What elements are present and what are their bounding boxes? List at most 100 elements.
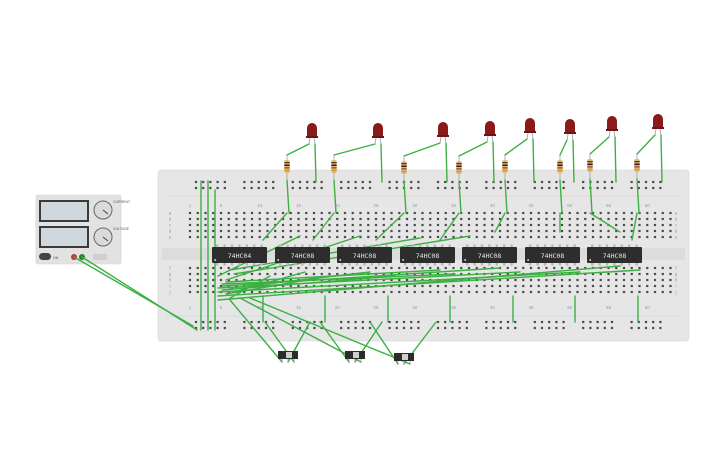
rail-hole[interactable] bbox=[436, 326, 440, 330]
rail-hole[interactable] bbox=[610, 326, 614, 330]
slide-switch[interactable] bbox=[278, 351, 298, 363]
hole[interactable] bbox=[421, 223, 424, 227]
hole[interactable] bbox=[274, 211, 277, 215]
hole[interactable] bbox=[653, 272, 657, 276]
hole[interactable] bbox=[506, 229, 509, 233]
hole[interactable] bbox=[351, 235, 354, 239]
hole[interactable] bbox=[498, 229, 502, 233]
rail-hole[interactable] bbox=[514, 180, 517, 184]
hole[interactable] bbox=[390, 272, 393, 276]
rail-hole[interactable] bbox=[465, 326, 468, 330]
rail-hole[interactable] bbox=[582, 186, 585, 190]
rail-hole[interactable] bbox=[354, 326, 357, 330]
wire[interactable] bbox=[239, 297, 362, 363]
hole[interactable] bbox=[669, 266, 672, 270]
hole[interactable] bbox=[615, 290, 618, 294]
hole[interactable] bbox=[452, 235, 455, 239]
resistor[interactable] bbox=[284, 155, 290, 180]
hole[interactable] bbox=[607, 284, 610, 288]
hole[interactable] bbox=[204, 284, 207, 288]
hole[interactable] bbox=[367, 235, 370, 239]
hole[interactable] bbox=[343, 223, 347, 227]
rail-hole[interactable] bbox=[417, 326, 420, 330]
rail-hole[interactable] bbox=[257, 320, 260, 324]
hole[interactable] bbox=[429, 284, 432, 288]
rail-hole[interactable] bbox=[410, 186, 413, 190]
hole[interactable] bbox=[661, 223, 664, 227]
switch-slider[interactable] bbox=[286, 352, 292, 358]
rail-hole[interactable] bbox=[388, 320, 391, 324]
rail-hole[interactable] bbox=[514, 320, 517, 324]
rail-hole[interactable] bbox=[548, 186, 551, 190]
hole[interactable] bbox=[351, 217, 354, 221]
hole[interactable] bbox=[653, 229, 657, 233]
wire[interactable] bbox=[380, 143, 383, 183]
hole[interactable] bbox=[669, 229, 672, 233]
rail-hole[interactable] bbox=[417, 320, 420, 324]
hole[interactable] bbox=[491, 235, 494, 239]
hole[interactable] bbox=[374, 290, 378, 294]
hole[interactable] bbox=[560, 290, 564, 294]
hole[interactable] bbox=[188, 217, 192, 221]
hole[interactable] bbox=[398, 217, 401, 221]
rail-hole[interactable] bbox=[250, 320, 253, 324]
hole[interactable] bbox=[537, 211, 540, 215]
hole[interactable] bbox=[204, 235, 207, 239]
led[interactable] bbox=[372, 123, 384, 145]
hole[interactable] bbox=[560, 217, 564, 221]
rail-hole[interactable] bbox=[354, 186, 357, 190]
hole[interactable] bbox=[188, 284, 192, 288]
rail-hole[interactable] bbox=[395, 180, 398, 184]
hole[interactable] bbox=[514, 223, 517, 227]
rail-hole[interactable] bbox=[659, 320, 662, 324]
hole[interactable] bbox=[421, 278, 424, 282]
hole[interactable] bbox=[467, 223, 471, 227]
rail-hole[interactable] bbox=[388, 186, 391, 190]
hole[interactable] bbox=[281, 217, 285, 221]
hole[interactable] bbox=[491, 217, 494, 221]
hole[interactable] bbox=[188, 229, 192, 233]
switch-slider[interactable] bbox=[402, 354, 408, 360]
hole[interactable] bbox=[591, 211, 595, 215]
hole[interactable] bbox=[553, 229, 556, 233]
hole[interactable] bbox=[560, 223, 564, 227]
hole[interactable] bbox=[638, 217, 641, 221]
rail-hole[interactable] bbox=[347, 320, 350, 324]
hole[interactable] bbox=[522, 266, 525, 270]
rail-hole[interactable] bbox=[340, 180, 343, 184]
hole[interactable] bbox=[661, 278, 664, 282]
hole[interactable] bbox=[243, 211, 246, 215]
hole[interactable] bbox=[312, 223, 316, 227]
hole[interactable] bbox=[204, 290, 207, 294]
hole[interactable] bbox=[343, 284, 347, 288]
rail-hole[interactable] bbox=[499, 326, 502, 330]
hole[interactable] bbox=[514, 278, 517, 282]
rail-hole[interactable] bbox=[555, 326, 558, 330]
rail-hole[interactable] bbox=[555, 186, 558, 190]
hole[interactable] bbox=[243, 223, 246, 227]
hole[interactable] bbox=[413, 266, 416, 270]
rail-hole[interactable] bbox=[313, 320, 316, 324]
hole[interactable] bbox=[607, 272, 610, 276]
rail-hole[interactable] bbox=[243, 320, 246, 324]
hole[interactable] bbox=[374, 266, 378, 270]
rail-hole[interactable] bbox=[610, 186, 614, 190]
hole[interactable] bbox=[227, 211, 230, 215]
rail-hole[interactable] bbox=[264, 320, 268, 324]
hole[interactable] bbox=[622, 217, 626, 221]
hole[interactable] bbox=[630, 290, 633, 294]
hole[interactable] bbox=[630, 235, 633, 239]
hole[interactable] bbox=[568, 266, 571, 270]
hole[interactable] bbox=[661, 235, 664, 239]
rail-hole[interactable] bbox=[637, 180, 640, 184]
hole[interactable] bbox=[374, 235, 378, 239]
resistor[interactable] bbox=[557, 155, 563, 180]
hole[interactable] bbox=[537, 229, 540, 233]
rail-hole[interactable] bbox=[402, 326, 406, 330]
hole[interactable] bbox=[661, 266, 664, 270]
hole[interactable] bbox=[638, 278, 641, 282]
hole[interactable] bbox=[258, 211, 261, 215]
rail-hole[interactable] bbox=[417, 180, 420, 184]
wire[interactable] bbox=[439, 212, 460, 241]
wire[interactable] bbox=[589, 212, 621, 233]
